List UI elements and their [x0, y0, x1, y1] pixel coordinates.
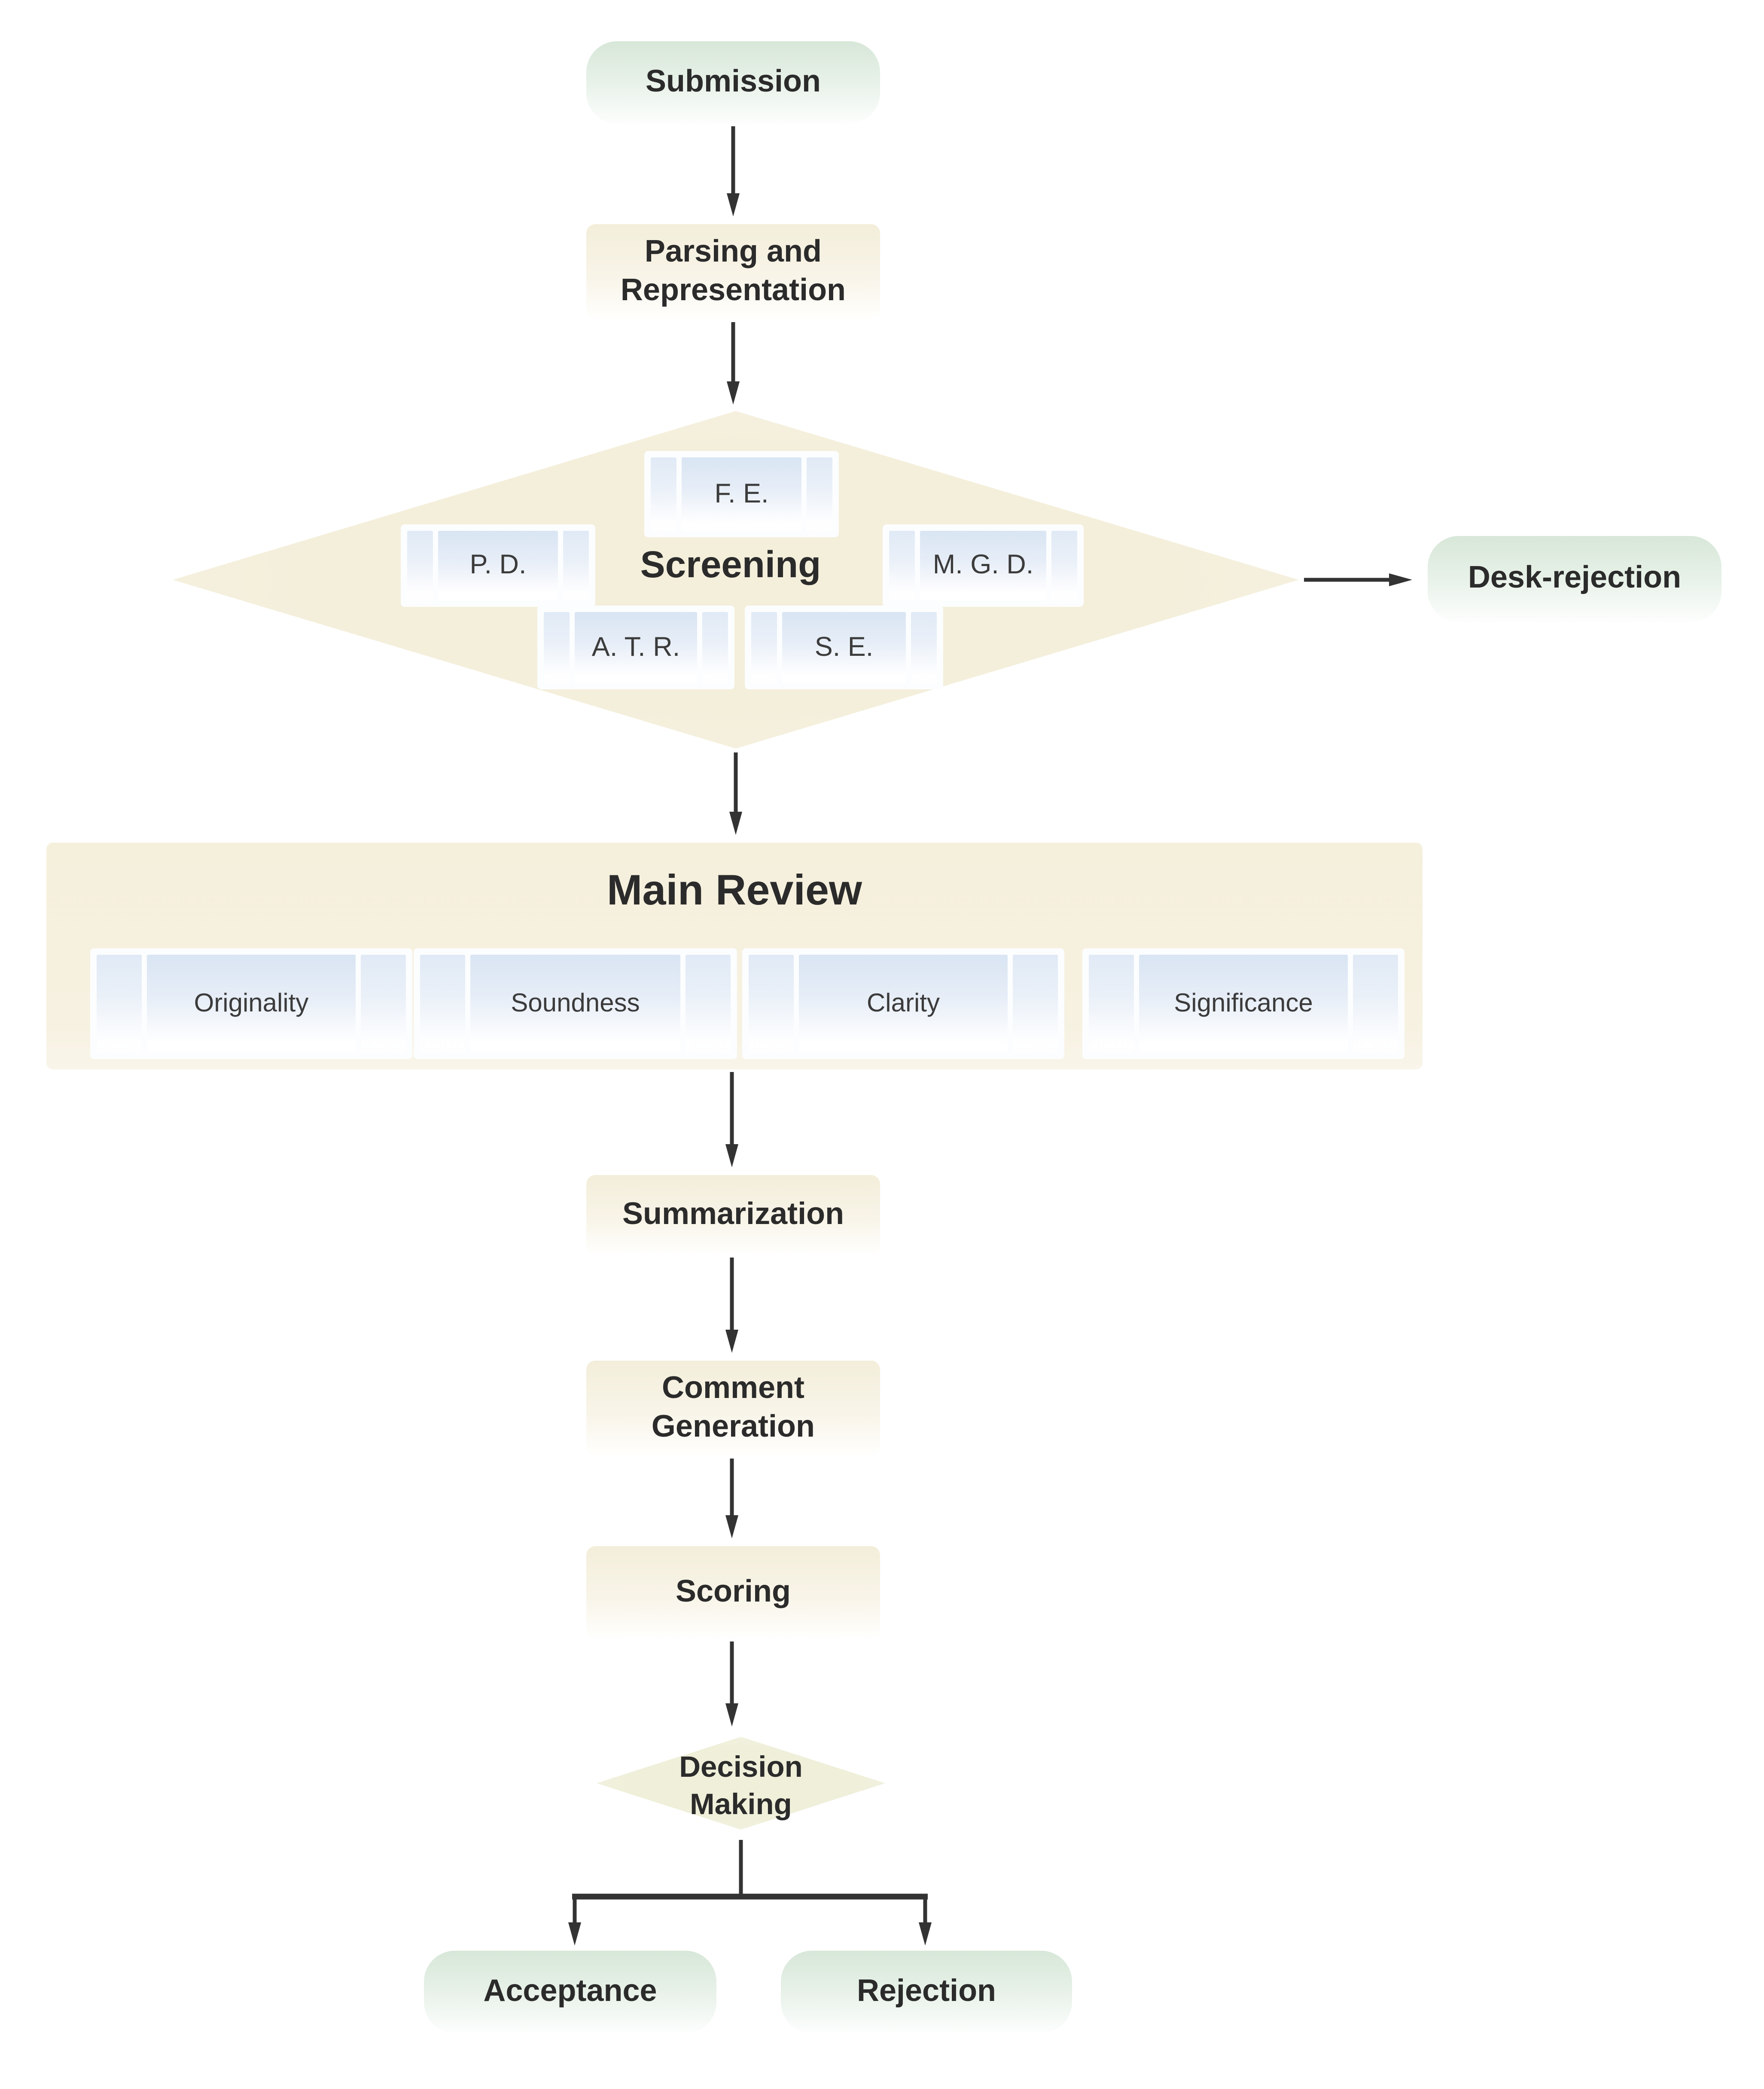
chip-segment-left [97, 955, 142, 1053]
node-scoring: Scoring [586, 1546, 880, 1639]
criterion-clarity: Clarity [742, 948, 1064, 1059]
criterion-label: Significance [1174, 989, 1313, 1017]
criterion-label: Soundness [511, 989, 640, 1017]
node-summarization: Summarization [586, 1175, 880, 1255]
chip-segment-left [889, 531, 915, 600]
screening-title: Screening [640, 544, 821, 586]
screening-check-label: M. G. D. [932, 550, 1034, 580]
chip-segment-left [420, 955, 465, 1053]
chip-segment-right [1353, 955, 1398, 1053]
chip-segment-right [361, 955, 406, 1053]
screening-check-fe: F. E. [644, 451, 839, 537]
chip-segment-left [544, 612, 570, 683]
criterion-soundness: Soundness [414, 948, 737, 1059]
node-comment-generation: Comment Generation [586, 1361, 880, 1456]
chip-segment-right [911, 612, 937, 683]
screening-check-label: F. E. [714, 478, 769, 509]
chip-segment-middle [438, 531, 558, 600]
criterion-label: Originality [194, 989, 309, 1017]
chip-segment-left [407, 531, 433, 600]
main-review-title: Main Review [606, 866, 862, 914]
chip-segment-middle [799, 955, 1008, 1053]
node-submission: Submission [586, 41, 880, 124]
chip-segment-left [749, 955, 794, 1053]
screening-check-pd: P. D. [401, 524, 595, 607]
chip-segment-right [1051, 531, 1077, 600]
chip-segment-left [651, 457, 676, 531]
chip-segment-middle [1139, 955, 1348, 1053]
screening-check-label: A. T. R. [591, 632, 680, 662]
chip-segment-left [1089, 955, 1134, 1053]
screening-check-label: S. E. [814, 632, 874, 662]
chip-segment-right [685, 955, 731, 1053]
node-parsing-and-representation: Parsing and Representation [586, 224, 880, 320]
chip-segment-middle [575, 612, 697, 683]
chip-segment-right [563, 531, 589, 600]
screening-check-atr: A. T. R. [537, 606, 734, 689]
criterion-originality: Originality [90, 948, 412, 1059]
chip-segment-middle [920, 531, 1046, 600]
chip-segment-right [702, 612, 728, 683]
chip-segment-middle [470, 955, 680, 1053]
chip-segment-middle [682, 457, 801, 531]
node-rejection: Rejection [781, 1951, 1072, 2033]
node-acceptance: Acceptance [424, 1951, 716, 2033]
chip-segment-middle [782, 612, 906, 683]
screening-check-label: P. D. [469, 550, 527, 580]
chip-segment-middle [147, 955, 356, 1053]
criterion-label: Clarity [866, 989, 940, 1017]
screening-check-se: S. E. [745, 606, 943, 689]
decision-making-title: Decision Making [679, 1750, 803, 1821]
screening-check-mgd: M. G. D. [883, 524, 1084, 607]
chip-segment-right [1013, 955, 1058, 1053]
chip-segment-right [807, 457, 832, 531]
node-desk-rejection: Desk-rejection [1428, 536, 1721, 622]
chip-segment-left [751, 612, 777, 683]
criterion-significance: Significance [1082, 948, 1404, 1059]
